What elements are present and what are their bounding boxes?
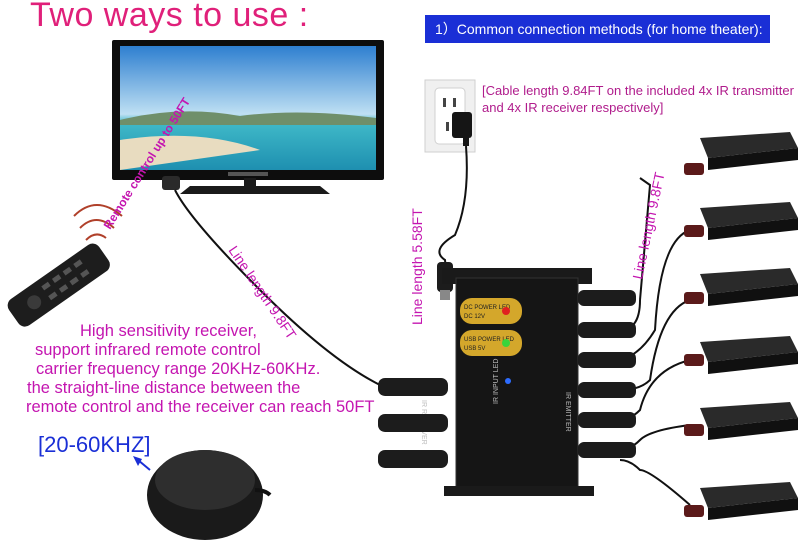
- description-line: High sensitivity receiver,: [80, 322, 257, 340]
- usb-led-label: USB POWER LED: [464, 337, 515, 343]
- dvd-player: [700, 132, 798, 170]
- frequency-label: [20-60KHZ]: [38, 432, 151, 457]
- cable-length-note: [Cable length 9.84FT on the included 4x …: [482, 83, 794, 115]
- ir-input-led-label: IR INPUT LED: [493, 359, 500, 404]
- dvd-player: [700, 202, 798, 240]
- line-length-right-label: Line length 9.8FT: [629, 170, 667, 280]
- page-title: Two ways to use :: [30, 0, 309, 34]
- dc-led-sublabel: DC 12V: [464, 314, 485, 320]
- dvd-player: [700, 402, 798, 440]
- dvd-player: [700, 268, 798, 306]
- signal-waves: [73, 204, 123, 241]
- dc-power-led: [502, 307, 510, 315]
- receiver-plugs: [378, 378, 448, 468]
- description-line: the straight-line distance between the: [27, 379, 301, 397]
- description-line: remote control and the receiver can reac…: [26, 398, 375, 416]
- dvd-player: [700, 482, 798, 520]
- description-line: carrier frequency range 20KHz-60KHz.: [36, 360, 321, 378]
- television: [112, 40, 384, 194]
- usb-power-led: [502, 339, 510, 347]
- description-line: support infrared remote control: [35, 341, 261, 359]
- receiver-description: High sensitivity receiver, support infra…: [26, 322, 375, 417]
- dvd-players: [700, 132, 798, 520]
- ir-repeater-hub: DC POWER LED DC 12V USB POWER LED USB 5V…: [420, 268, 594, 496]
- emitter-plugs: [578, 290, 636, 458]
- tv-ir-receiver: [162, 176, 180, 190]
- ir-receiver-puck: [147, 450, 272, 540]
- usb-led-sublabel: USB 5V: [464, 346, 485, 352]
- line-length-mid-label: Line length 5.58FT: [409, 208, 425, 325]
- freq-arrow-head: [133, 456, 142, 466]
- remote-control: [7, 243, 110, 327]
- dvd-player: [700, 336, 798, 374]
- dc-led-label: DC POWER LED: [464, 305, 511, 311]
- ir-input-led: [505, 378, 511, 384]
- connection-method-banner: 1）Common connection methods (for home th…: [425, 15, 770, 43]
- ir-emitter-label: IR EMITTER: [564, 392, 571, 432]
- power-adapter: [452, 112, 472, 146]
- ir-emitter-heads: [684, 163, 704, 517]
